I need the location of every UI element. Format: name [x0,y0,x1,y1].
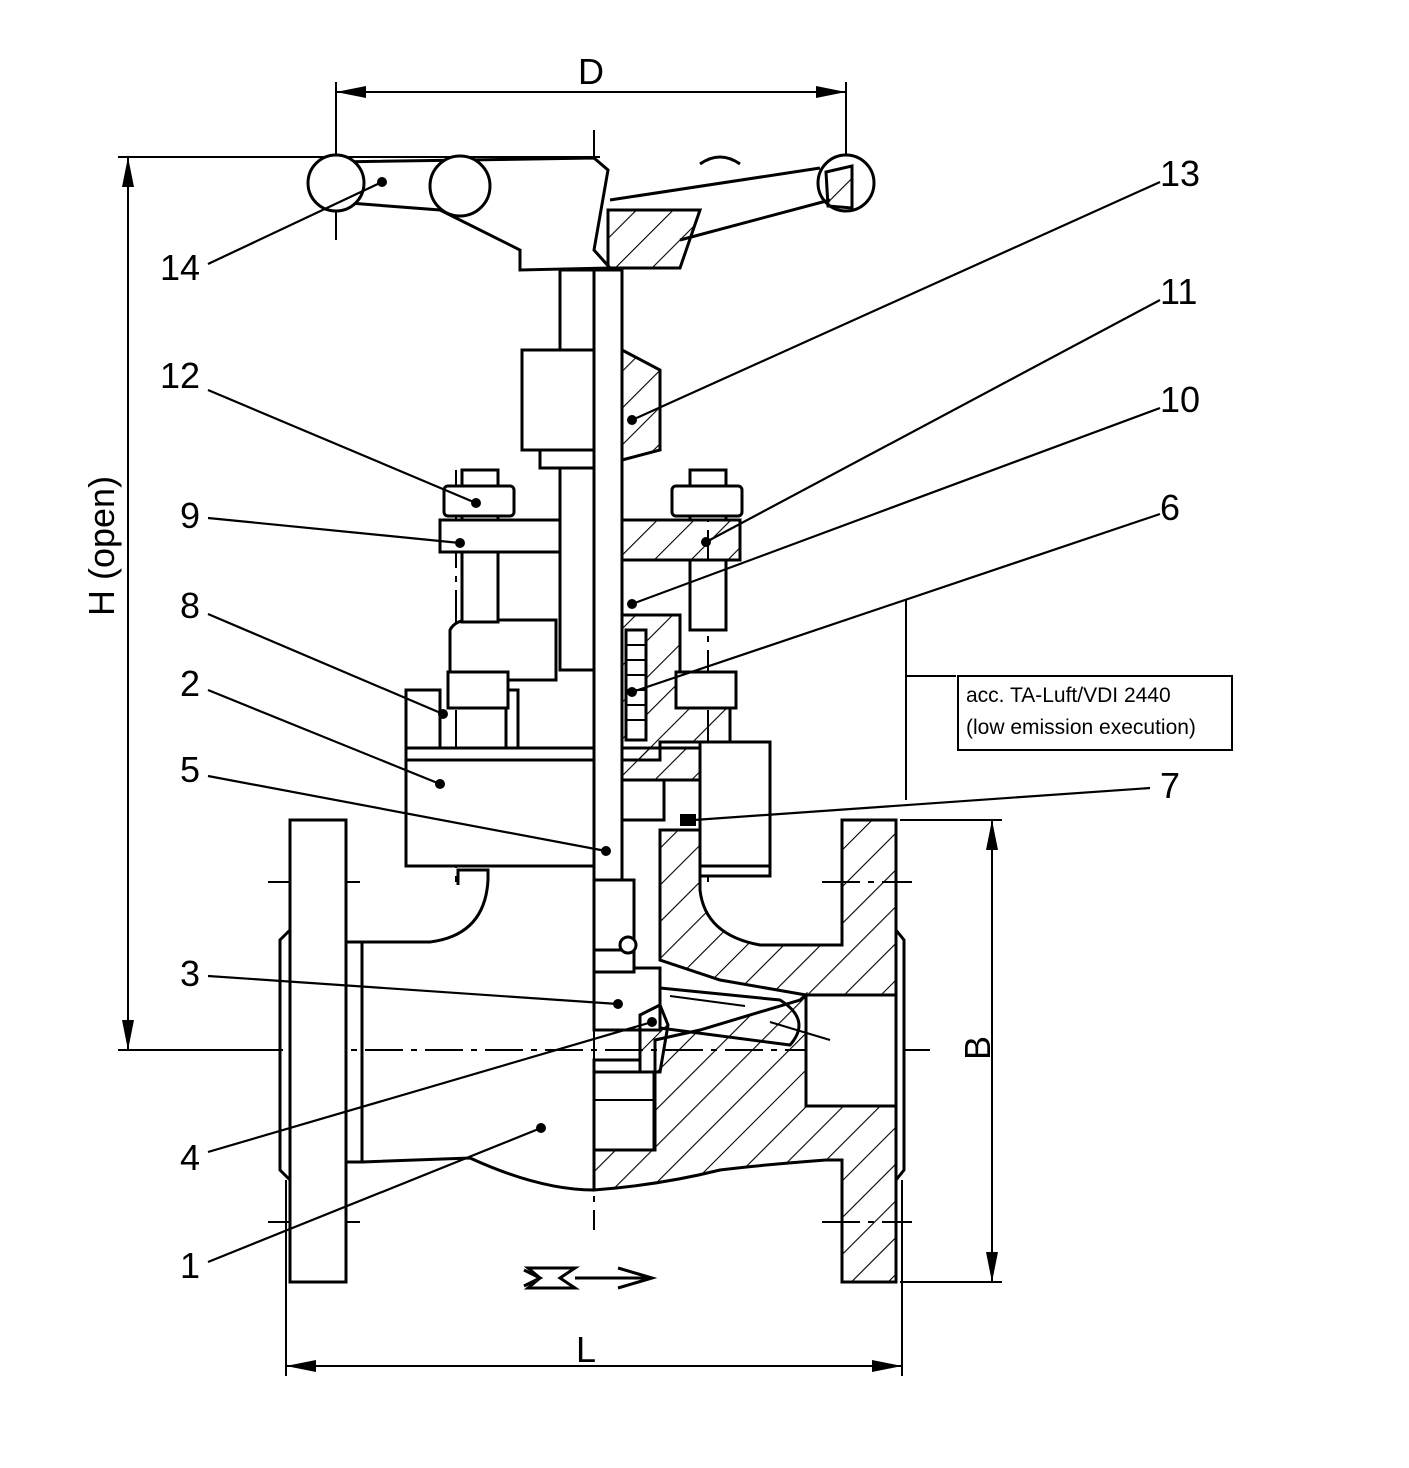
dimension-h-label: H (open) [81,476,122,616]
callout-13: 13 [1160,153,1200,194]
note-line1: acc. TA-Luft/VDI 2440 [966,684,1171,707]
callout-1: 1 [180,1245,200,1286]
stem [520,268,662,974]
callout-11: 11 [1160,271,1197,312]
callouts: 14 12 9 8 2 5 3 4 1 13 [160,153,1200,1286]
dimension-d-label: D [578,51,604,92]
dimension-l-label: L [576,1329,596,1370]
bonnet [404,468,772,878]
note-box: acc. TA-Luft/VDI 2440 (low emission exec… [905,600,1233,800]
flow-arrow [523,1266,658,1290]
callout-2: 2 [180,663,200,704]
callout-8: 8 [180,585,200,626]
callout-5: 5 [180,749,200,790]
callout-3: 3 [180,953,200,994]
dimension-l: L [285,1180,903,1376]
callout-12: 12 [160,355,200,396]
note-line2: (low emission execution) [966,716,1196,739]
callout-4: 4 [180,1137,200,1178]
callout-7: 7 [1160,765,1180,806]
handwheel [306,153,876,272]
valve-body [278,818,906,1284]
callout-6: 6 [1160,487,1180,528]
callout-10: 10 [1160,379,1200,420]
callout-14: 14 [160,247,200,288]
dimension-h: H (open) [81,156,600,1051]
callout-9: 9 [180,495,200,536]
dimension-b: B [900,819,1002,1283]
dimension-b-label: B [957,1036,998,1060]
dimension-d: D [335,51,847,240]
